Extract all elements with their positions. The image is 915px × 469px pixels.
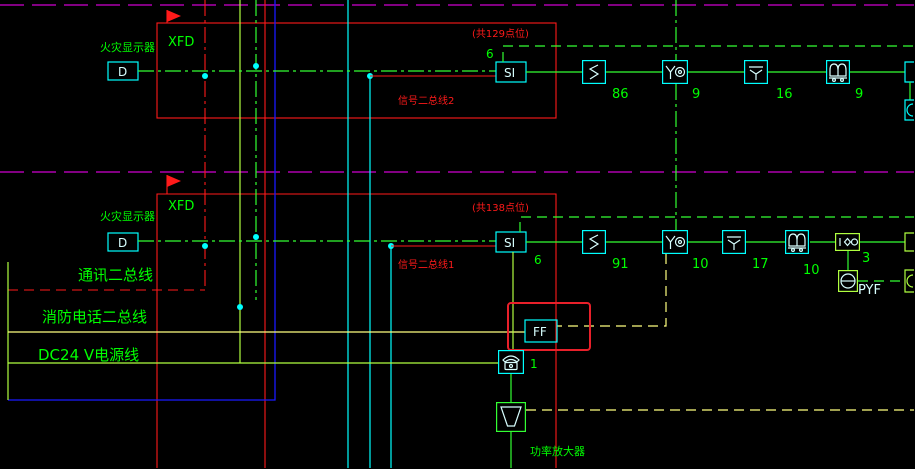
xfd-label: XFD bbox=[168, 199, 194, 214]
telephone-icon bbox=[498, 350, 524, 374]
comm-bus-label: 通讯二总线 bbox=[78, 266, 153, 284]
junction-dot bbox=[253, 234, 259, 240]
signal-bus-label: 信号二总线1 bbox=[398, 258, 454, 271]
junction-dot bbox=[202, 243, 208, 249]
sound-light-alarm-count: 10 bbox=[803, 263, 820, 278]
manual-alarm-button-icon bbox=[662, 60, 688, 84]
partial-device-box bbox=[904, 232, 914, 252]
fire-display-label: 火灾显示器 bbox=[100, 209, 155, 223]
power-line-label: DC24 V电源线 bbox=[38, 346, 139, 364]
manual-alarm-button-count: 9 bbox=[692, 87, 700, 102]
top-red-frame bbox=[156, 22, 557, 119]
phone-bus-label: 消防电话二总线 bbox=[42, 308, 147, 326]
red-frames bbox=[156, 10, 557, 468]
ff-symbol: FF bbox=[533, 325, 547, 339]
bottom-loop: 火灾显示器 XFD D (共138点位) SI 6 信号二总线1 91 10 1… bbox=[100, 199, 914, 298]
fire-display-symbol: D bbox=[118, 236, 127, 250]
io-module-icon bbox=[835, 233, 860, 251]
smoke-detector-count: 91 bbox=[612, 257, 629, 272]
manual-alarm-button-icon bbox=[662, 230, 688, 254]
smoke-detector-icon bbox=[582, 230, 606, 254]
phone-amplifier-column: FF 1 功率放大器 bbox=[496, 252, 914, 468]
hydrant-button-icon bbox=[744, 60, 768, 84]
fan-label: PYF bbox=[858, 283, 881, 298]
si-symbol: SI bbox=[504, 236, 515, 250]
partial-device-circle bbox=[904, 269, 914, 293]
magenta-divider-lines bbox=[0, 4, 914, 173]
total-points-label: (共138点位) bbox=[472, 201, 529, 214]
si-symbol: SI bbox=[504, 66, 515, 80]
smoke-detector-icon bbox=[582, 60, 606, 84]
amplifier-label: 功率放大器 bbox=[530, 444, 585, 458]
hydrant-button-icon bbox=[722, 230, 746, 254]
fire-display-symbol: D bbox=[118, 65, 127, 79]
ff-box bbox=[524, 319, 558, 343]
si-count: 6 bbox=[486, 47, 494, 61]
partial-device-box bbox=[904, 61, 914, 83]
top-loop: 火灾显示器 XFD D (共129点位) 6 SI 信号二总线2 86 9 16… bbox=[100, 27, 914, 121]
junction-dot bbox=[253, 63, 259, 69]
amplifier-icon bbox=[496, 402, 526, 432]
ff-highlight-box bbox=[507, 302, 591, 351]
xfd-label: XFD bbox=[168, 35, 194, 50]
total-points-label: (共129点位) bbox=[472, 27, 529, 40]
fire-display-box bbox=[107, 232, 139, 252]
fire-display-label: 火灾显示器 bbox=[100, 40, 155, 54]
signal-bus-label: 信号二总线2 bbox=[398, 94, 454, 107]
si-riser-wire bbox=[519, 216, 914, 232]
sound-light-alarm-count: 9 bbox=[855, 87, 863, 102]
trunk-labels: 通讯二总线 消防电话二总线 DC24 V电源线 bbox=[38, 266, 153, 364]
partial-device-circle bbox=[904, 99, 914, 121]
fan-icon bbox=[838, 270, 858, 292]
si-count: 6 bbox=[534, 253, 542, 267]
red-flag-top-icon bbox=[167, 10, 181, 22]
manual-alarm-button-count: 10 bbox=[692, 257, 709, 272]
hydrant-button-count: 16 bbox=[776, 87, 793, 102]
smoke-detector-count: 86 bbox=[612, 87, 629, 102]
trunk-wires bbox=[7, 0, 677, 468]
telephone-count: 1 bbox=[530, 357, 538, 371]
junction-dot bbox=[202, 73, 208, 79]
io-module-count: 3 bbox=[862, 251, 870, 266]
sound-light-alarm-icon bbox=[826, 60, 850, 84]
junction-dot bbox=[237, 304, 243, 310]
sound-light-alarm-icon bbox=[785, 230, 809, 254]
hydrant-button-count: 17 bbox=[752, 257, 769, 272]
red-flag-bottom-icon bbox=[167, 175, 181, 187]
blue-wire bbox=[8, 0, 276, 401]
bottom-red-frame bbox=[156, 193, 557, 468]
si-riser-wire bbox=[502, 45, 914, 62]
phone-link-wire bbox=[557, 254, 667, 327]
